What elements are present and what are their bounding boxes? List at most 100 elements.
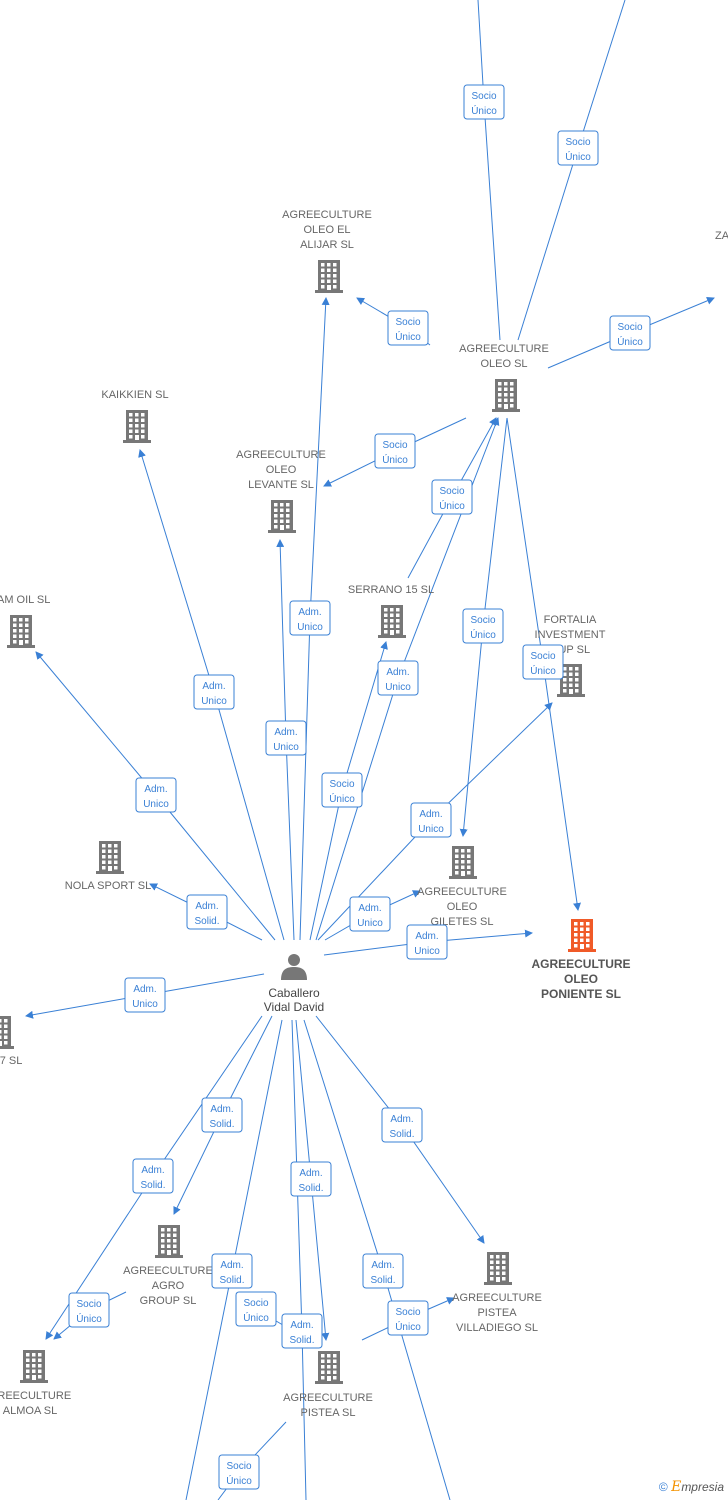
building-icon[interactable] xyxy=(96,841,124,874)
building-icon[interactable] xyxy=(449,846,477,879)
building-icon[interactable] xyxy=(123,410,151,443)
building-icon[interactable] xyxy=(315,260,343,293)
company-label: FORTALIA xyxy=(544,614,597,626)
relation-text: Unico xyxy=(143,799,169,810)
relation-text: Solid. xyxy=(140,1180,165,1191)
company-node-nola[interactable]: NOLA SPORT SL xyxy=(65,841,151,892)
relation-text: Unico xyxy=(418,824,444,835)
person-label: Caballero xyxy=(268,986,320,1000)
company-label: NOLA SPORT SL xyxy=(65,880,151,892)
relation-edge xyxy=(291,1019,307,1500)
building-icon[interactable] xyxy=(20,1350,48,1383)
relation-text: Solid. xyxy=(298,1183,323,1194)
relation-text: Único xyxy=(226,1474,252,1487)
company-label: EAM OIL SL xyxy=(0,594,50,606)
company-label: AGREECULTURE xyxy=(123,1265,213,1277)
relation-label[interactable]: Adm.Unico xyxy=(289,600,331,636)
relation-label[interactable]: Adm.Unico xyxy=(124,977,166,1013)
building-icon[interactable] xyxy=(484,1252,512,1285)
company-node-steam[interactable]: EAM OIL SL xyxy=(0,594,50,648)
relation-label[interactable]: Adm.Unico xyxy=(265,720,307,756)
relation-label[interactable]: Adm.Solid. xyxy=(132,1158,174,1194)
relation-text: Adm. xyxy=(220,1260,243,1271)
relation-label[interactable]: Adm.Solid. xyxy=(381,1107,423,1143)
relation-text: Socio xyxy=(395,317,420,328)
building-icon[interactable] xyxy=(568,919,596,952)
relation-label[interactable]: Adm.Unico xyxy=(349,896,391,932)
building-icon[interactable] xyxy=(557,664,585,697)
relation-label[interactable]: Adm. Solid. xyxy=(290,1161,332,1197)
relation-label[interactable]: Adm.Unico xyxy=(377,660,419,696)
company-label: SERRANO 15 SL xyxy=(348,584,434,596)
relation-text: Único xyxy=(439,499,465,512)
relation-text: Unico xyxy=(357,918,383,929)
relation-text: Socio xyxy=(329,779,354,790)
footer-credit[interactable]: © Empresia xyxy=(659,1479,724,1499)
relation-label[interactable]: Adm.Unico xyxy=(406,924,448,960)
company-node-kaikkien[interactable]: KAIKKIEN SL xyxy=(101,389,169,443)
company-label: OLEO SL xyxy=(480,358,527,370)
relation-text: Solid. xyxy=(289,1335,314,1346)
building-icon[interactable] xyxy=(155,1225,183,1258)
company-label: AGRO xyxy=(152,1280,185,1292)
relation-text: Único xyxy=(395,330,421,343)
company-node-za[interactable]: ZA xyxy=(715,230,728,242)
relation-text: Adm. xyxy=(133,984,156,995)
relation-text: Unico xyxy=(273,742,299,753)
relation-text: Unico xyxy=(385,682,411,693)
relation-label[interactable]: Adm.Solid. xyxy=(281,1313,323,1349)
company-label: AGREECULTURE xyxy=(283,1392,373,1404)
relation-text: Único xyxy=(76,1312,102,1325)
relation-text: Único xyxy=(243,1311,269,1324)
relation-label[interactable]: Adm.Unico xyxy=(193,674,235,710)
building-icon[interactable] xyxy=(315,1351,343,1384)
relation-label[interactable]: Adm.Solid. xyxy=(186,894,228,930)
relation-label[interactable]: Adm.Unico xyxy=(135,777,177,813)
building-icon[interactable] xyxy=(492,379,520,412)
company-node-c37[interactable]: 37 SL xyxy=(0,1016,22,1067)
building-icon[interactable] xyxy=(7,615,35,648)
relation-label[interactable]: Adm.Unico xyxy=(410,802,452,838)
building-icon[interactable] xyxy=(378,605,406,638)
relation-label[interactable]: Adm.Solid. xyxy=(362,1253,404,1289)
company-node-almoa[interactable]: GREECULTUREALMOA SL xyxy=(0,1350,71,1417)
building-icon[interactable] xyxy=(268,500,296,533)
relation-label[interactable]: Adm.Solid. xyxy=(201,1097,243,1133)
relation-text: Unico xyxy=(297,622,323,633)
company-label: OLEO EL xyxy=(303,224,350,236)
relation-text: Único xyxy=(382,453,408,466)
company-label: 37 SL xyxy=(0,1055,22,1067)
relation-text: Adm. xyxy=(299,1168,322,1179)
company-node-serrano[interactable]: SERRANO 15 SL xyxy=(348,584,434,638)
relation-labels: SocioÚnicoSocioÚnicoSocioÚnicoSocioÚnico… xyxy=(68,84,651,1490)
relation-text: Único xyxy=(471,104,497,117)
building-icon[interactable] xyxy=(0,1016,14,1049)
company-label: AGREECULTURE xyxy=(282,209,372,221)
relation-label[interactable]: Adm.Solid. xyxy=(211,1253,253,1289)
company-label: GILETES SL xyxy=(431,916,494,928)
